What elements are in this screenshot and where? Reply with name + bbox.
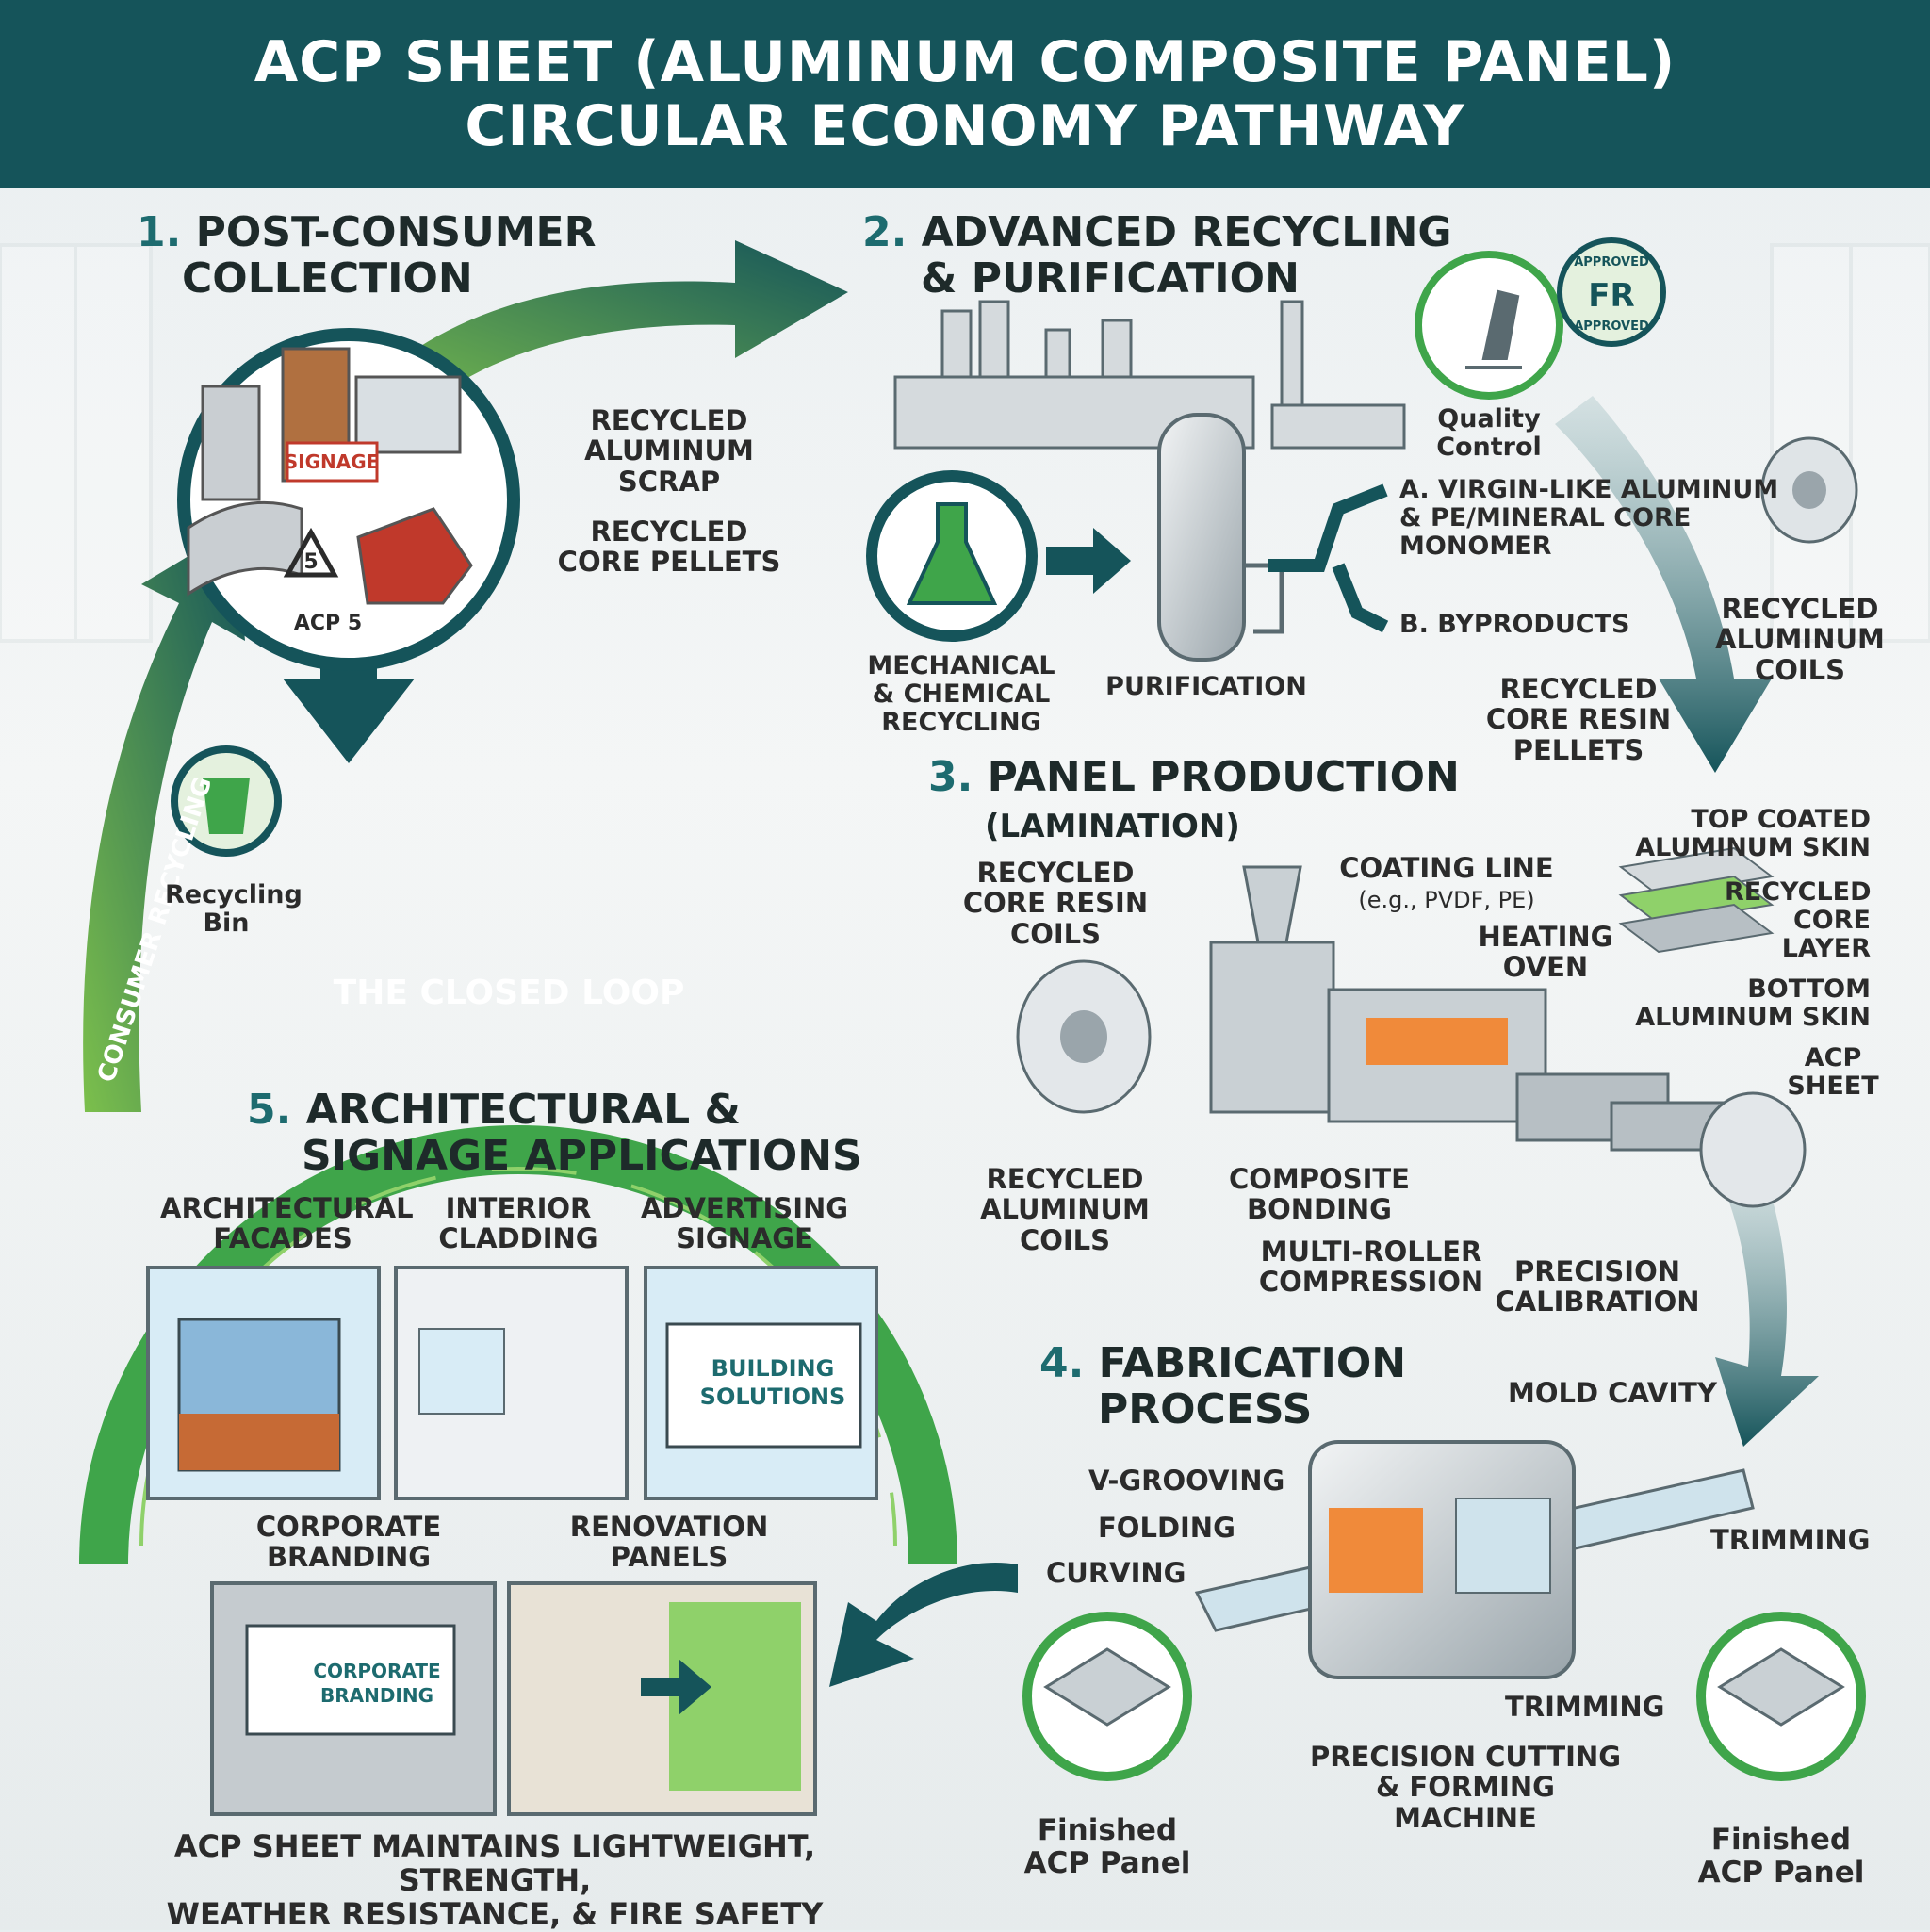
finished-panel-icon-1 — [1043, 1647, 1171, 1727]
signage-sign-text: SIGNAGE — [285, 450, 380, 473]
billboard-text-2: SOLUTIONS — [700, 1384, 846, 1410]
label-corporate: CORPORATE BRANDING — [255, 1511, 442, 1574]
recycle-label: ACP 5 — [294, 612, 362, 635]
recycle-code: 5 — [303, 550, 318, 574]
label-recycled-scrap: RECYCLED ALUMINUM SCRAP — [584, 404, 754, 498]
label-advertising: ADVERTISING SIGNAGE — [640, 1192, 849, 1255]
label-quality-control: Quality Control — [1436, 404, 1542, 463]
label-output-a: A. VIRGIN-LIKE ALUMINUM & PE/MINERAL COR… — [1399, 475, 1779, 562]
step4-number: 4. — [1039, 1339, 1085, 1387]
recycling-bin-label: Recycling Bin — [165, 880, 303, 939]
label-precision-calibration: PRECISION CALIBRATION — [1495, 1255, 1700, 1318]
label-recycled-coils-bottom: RECYCLED ALUMINUM COILS — [980, 1163, 1150, 1256]
fr-badge — [1557, 237, 1666, 347]
label-top-skin: TOP COATED ALUMINUM SKIN — [1635, 805, 1871, 863]
label-recycled-resin-pellets: RECYCLED CORE RESIN PELLETS — [1485, 673, 1672, 766]
factory-illustration — [893, 300, 1406, 450]
step4-title-line1: FABRICATION — [1098, 1339, 1407, 1387]
arrow-production-to-fabrication — [1715, 1169, 1819, 1447]
cutting-forming-machine — [1194, 1440, 1755, 1679]
label-mold-cavity: MOLD CAVITY — [1508, 1377, 1717, 1409]
label-resin-coils: RECYCLED CORE RESIN COILS — [962, 857, 1149, 950]
label-core-layer: RECYCLED CORE LAYER — [1725, 877, 1872, 964]
step5-title-line1: ARCHITECTURAL & — [305, 1086, 741, 1134]
label-heating-oven: HEATING OVEN — [1478, 921, 1613, 984]
arrow-fabrication-to-applications — [829, 1563, 1018, 1687]
microscope-icon — [1465, 289, 1522, 369]
step3-title-line2: (LAMINATION) — [985, 808, 1240, 846]
purification-column — [1157, 413, 1284, 662]
fr-badge-top: APPROVED — [1574, 255, 1649, 270]
fr-badge-bottom: APPROVED — [1574, 319, 1649, 334]
step5-title-line2: SIGNAGE APPLICATIONS — [302, 1132, 862, 1181]
coating-line-text: COATING LINE — [1339, 852, 1554, 884]
step3-title-line1: PANEL PRODUCTION — [987, 753, 1460, 801]
label-renovation: RENOVATION PANELS — [569, 1511, 769, 1574]
label-coating-line: COATING LINE (e.g., PVDF, PE) — [1338, 853, 1555, 914]
label-curving: CURVING — [1046, 1557, 1186, 1589]
lamination-line — [1016, 865, 1807, 1208]
label-bottom-skin: BOTTOM ALUMINUM SKIN — [1635, 974, 1871, 1033]
arrow-consumer-recycling — [83, 528, 245, 1112]
label-trimming-bottom: TRIMMING — [1505, 1691, 1665, 1723]
step5-number: 5. — [247, 1086, 292, 1134]
label-recycled-pellets: RECYCLED CORE PELLETS — [557, 516, 781, 579]
step4-title: 4. FABRICATION PROCESS — [1039, 1340, 1406, 1433]
step1-title-line2: COLLECTION — [182, 254, 473, 303]
page-title-line-1: ACP SHEET (ALUMINUM COMPOSITE PANEL) — [254, 29, 1676, 95]
label-cutting-machine: PRECISION CUTTING & FORMING MACHINE — [1309, 1741, 1622, 1834]
step1-number: 1. — [137, 208, 182, 256]
fr-badge-mid: FR — [1588, 277, 1634, 315]
finished-panel-icon-2 — [1717, 1647, 1845, 1727]
corp-sign-text-1: CORPORATE — [313, 1660, 440, 1682]
recycling-bin-icon — [203, 778, 250, 834]
arrow-collection-down — [283, 631, 415, 763]
label-folding: FOLDING — [1098, 1512, 1235, 1544]
page-title-line-2: CIRCULAR ECONOMY PATHWAY — [465, 93, 1465, 159]
output-fork-arrows — [1268, 483, 1389, 633]
arrow-recycling-to-production — [1555, 396, 1772, 773]
billboard-text-1: BUILDING — [711, 1355, 835, 1382]
step1-title: 1. POST-CONSUMER COLLECTION — [137, 209, 596, 303]
coating-line-example: (e.g., PVDF, PE) — [1358, 887, 1535, 914]
label-acp-sheet: ACP SHEET — [1787, 1043, 1879, 1102]
scrap-items-illustration — [187, 347, 473, 605]
corp-sign-text-2: BRANDING — [320, 1684, 433, 1707]
step4-title-line2: PROCESS — [1098, 1385, 1313, 1434]
label-output-b: B. BYPRODUCTS — [1399, 610, 1630, 639]
label-composite-bonding: COMPOSITE BONDING — [1229, 1163, 1410, 1226]
step2-number: 2. — [862, 208, 908, 256]
label-finished-panel-2: Finished ACP Panel — [1697, 1823, 1865, 1890]
page-header: ACP SHEET (ALUMINUM COMPOSITE PANEL) CIR… — [0, 0, 1930, 188]
label-cladding: INTERIOR CLADDING — [438, 1192, 598, 1255]
acp-layer-diagram — [1618, 846, 1775, 954]
label-mechanical-chemical: MECHANICAL & CHEMICAL RECYCLING — [867, 651, 1055, 738]
diagram-canvas: THE CLOSED LOOP CONSUMER RECYCLING SIGNA… — [0, 237, 1930, 1816]
step2-title-line2: & PURIFICATION — [921, 254, 1300, 303]
label-trimming-right: TRIMMING — [1710, 1524, 1871, 1556]
aluminum-coil-top — [1760, 436, 1858, 544]
step1-title-line1: POST-CONSUMER — [195, 208, 597, 256]
step2-title-line1: ADVANCED RECYCLING — [921, 208, 1452, 256]
step3-title: 3. PANEL PRODUCTION (LAMINATION) — [928, 754, 1460, 847]
application-tiles — [146, 1266, 878, 1816]
step3-number: 3. — [928, 753, 973, 801]
maintains-line1: ACP SHEET MAINTAINS LIGHTWEIGHT, STRENGT… — [173, 1828, 816, 1898]
label-multi-roller: MULTI-ROLLER COMPRESSION — [1258, 1236, 1484, 1299]
maintains-line2: WEATHER RESISTANCE, & FIRE SAFETY — [166, 1895, 824, 1932]
label-recycled-coils-top: RECYCLED ALUMINUM COILS — [1715, 593, 1885, 686]
label-v-grooving: V-GROOVING — [1088, 1465, 1285, 1497]
label-finished-panel-1: Finished ACP Panel — [1023, 1813, 1191, 1880]
quality-circle — [1415, 251, 1563, 400]
arrow-collection-to-recycling — [358, 240, 848, 424]
step2-title: 2. ADVANCED RECYCLING & PURIFICATION — [862, 209, 1452, 303]
label-facades: ARCHITECTURAL FACADES — [160, 1192, 414, 1255]
label-purification: PURIFICATION — [1105, 672, 1307, 701]
label-maintains: ACP SHEET MAINTAINS LIGHTWEIGHT, STRENGT… — [94, 1828, 895, 1932]
step5-title: 5. ARCHITECTURAL & SIGNAGE APPLICATIONS — [247, 1087, 862, 1180]
arrow-flask-to-column — [1046, 528, 1131, 594]
closed-loop-label: THE CLOSED LOOP — [334, 974, 685, 1012]
flask-icon — [906, 502, 998, 605]
